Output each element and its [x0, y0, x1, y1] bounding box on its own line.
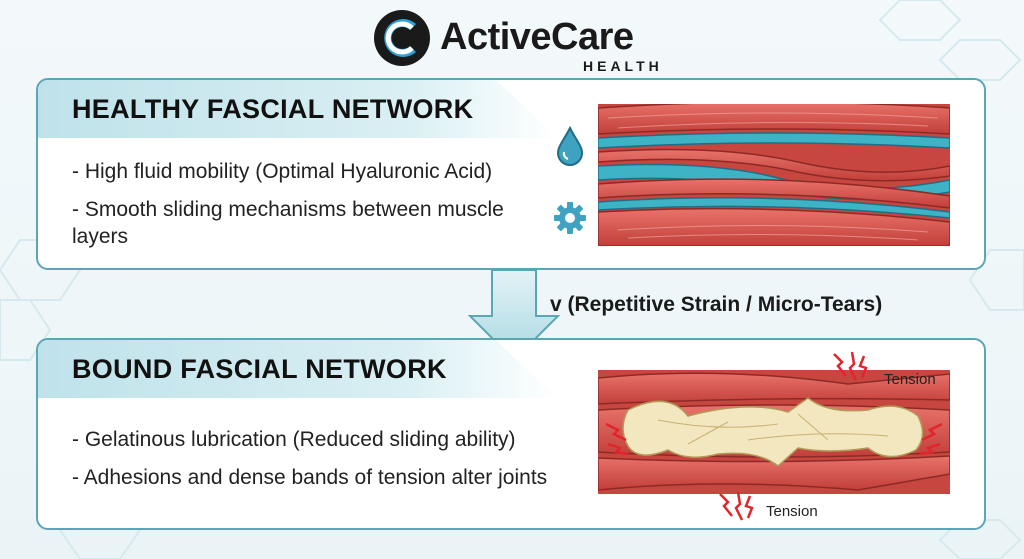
healthy-muscle-illustration: [598, 104, 950, 246]
strain-label: v (Repetitive Strain / Micro-Tears): [550, 293, 883, 316]
droplet-icon: [556, 126, 584, 166]
healthy-bullet-1: - High fluid mobility (Optimal Hyaluroni…: [72, 160, 493, 183]
tension-alert-icon-bottom: [719, 491, 754, 521]
tension-label-top: Tension: [884, 371, 936, 388]
bound-panel: BOUND FASCIAL NETWORK - Gelatinous lubri…: [36, 338, 986, 530]
bound-bullet-1: - Gelatinous lubrication (Reduced slidin…: [72, 428, 516, 451]
bound-title: BOUND FASCIAL NETWORK: [72, 354, 447, 384]
healthy-title: HEALTHY FASCIAL NETWORK: [72, 94, 474, 124]
bound-bullet-2: - Adhesions and dense bands of tension a…: [72, 466, 548, 489]
healthy-panel: HEALTHY FASCIAL NETWORK - High fluid mob…: [36, 78, 986, 270]
healthy-panel-header: [38, 80, 558, 138]
bound-muscle-illustration: [598, 370, 950, 494]
tension-alert-icon-left: [605, 422, 629, 456]
healthy-bullet-2: - Smooth sliding mechanisms between musc…: [72, 198, 504, 248]
tension-alert-icon-top: [833, 351, 868, 381]
logo-mark-icon: [374, 10, 430, 66]
gear-icon: [554, 202, 586, 234]
brand-subtitle: HEALTH: [583, 58, 663, 74]
brand-logo: ActiveCare HEALTH: [372, 8, 662, 74]
brand-name: ActiveCare: [440, 16, 634, 58]
tension-label-bottom: Tension: [766, 503, 818, 520]
tension-alert-icon-right: [919, 422, 943, 456]
bound-panel-header: [38, 340, 558, 398]
